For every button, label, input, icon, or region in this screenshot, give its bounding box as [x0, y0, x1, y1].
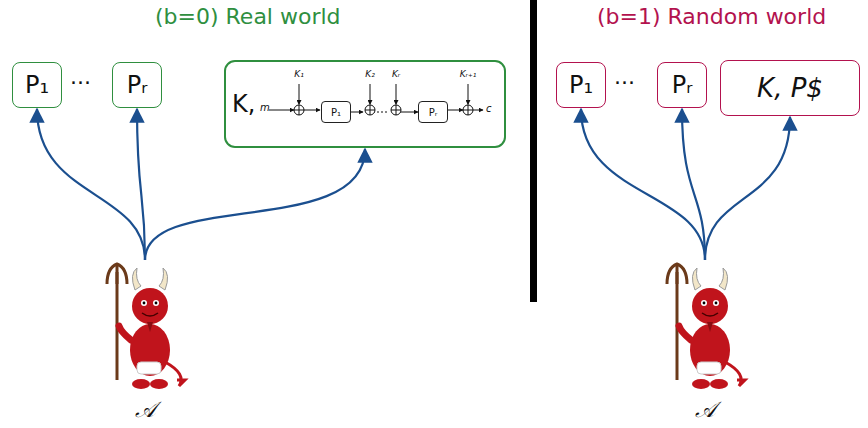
world-heading: (b=1) Random world	[597, 4, 826, 29]
oracle-query-arrow	[37, 109, 145, 260]
chain-segment	[399, 112, 418, 113]
ellipsis: ···	[70, 70, 91, 95]
box-label: Pᵣ	[429, 107, 438, 118]
box-label: Pᵣ	[127, 71, 148, 99]
chain-segment	[351, 112, 363, 113]
oracle-query-arrow	[682, 109, 705, 260]
permutation-box: Pᵣ	[657, 62, 707, 108]
oracle-query-arrow	[137, 109, 145, 260]
permutation-box: P₁	[556, 62, 606, 108]
box-label: K,	[232, 90, 255, 118]
separator-bar	[530, 0, 537, 302]
box-label: P₁	[569, 71, 593, 99]
key-label: K₁	[294, 69, 304, 79]
random-permutation-box: K, P$	[720, 60, 860, 116]
permutation-box: Pᵣ	[112, 62, 162, 108]
box-label: P₁	[25, 71, 49, 99]
adversary-label: 𝒜	[95, 397, 195, 422]
adversary: 𝒜	[655, 258, 755, 424]
permutation-box: P₁	[321, 101, 351, 123]
ellipsis: ···	[614, 70, 635, 95]
output-label: c	[486, 103, 492, 114]
permutation-box: Pᵣ	[418, 101, 448, 123]
key-label: Kᵣ	[392, 69, 400, 79]
box-label: K, P$	[757, 73, 823, 103]
devil-icon	[655, 262, 755, 392]
permutation-box: P₁	[12, 62, 62, 108]
key-label: K₂	[365, 69, 375, 79]
world-heading: (b=0) Real world	[155, 4, 341, 29]
oracle-query-arrow	[705, 117, 790, 260]
devil-icon	[95, 262, 195, 392]
adversary: 𝒜	[95, 258, 195, 424]
adversary-label: 𝒜	[655, 397, 755, 422]
cipher-chain	[351, 112, 418, 113]
key-label: Kᵣ₊₁	[460, 69, 477, 79]
chain-segment	[373, 112, 389, 113]
input-label: m	[260, 102, 270, 113]
box-label: Pᵣ	[672, 71, 693, 99]
oracle-query-arrow	[581, 109, 705, 260]
box-label: P₁	[331, 107, 341, 118]
oracle-query-arrow	[145, 149, 365, 260]
